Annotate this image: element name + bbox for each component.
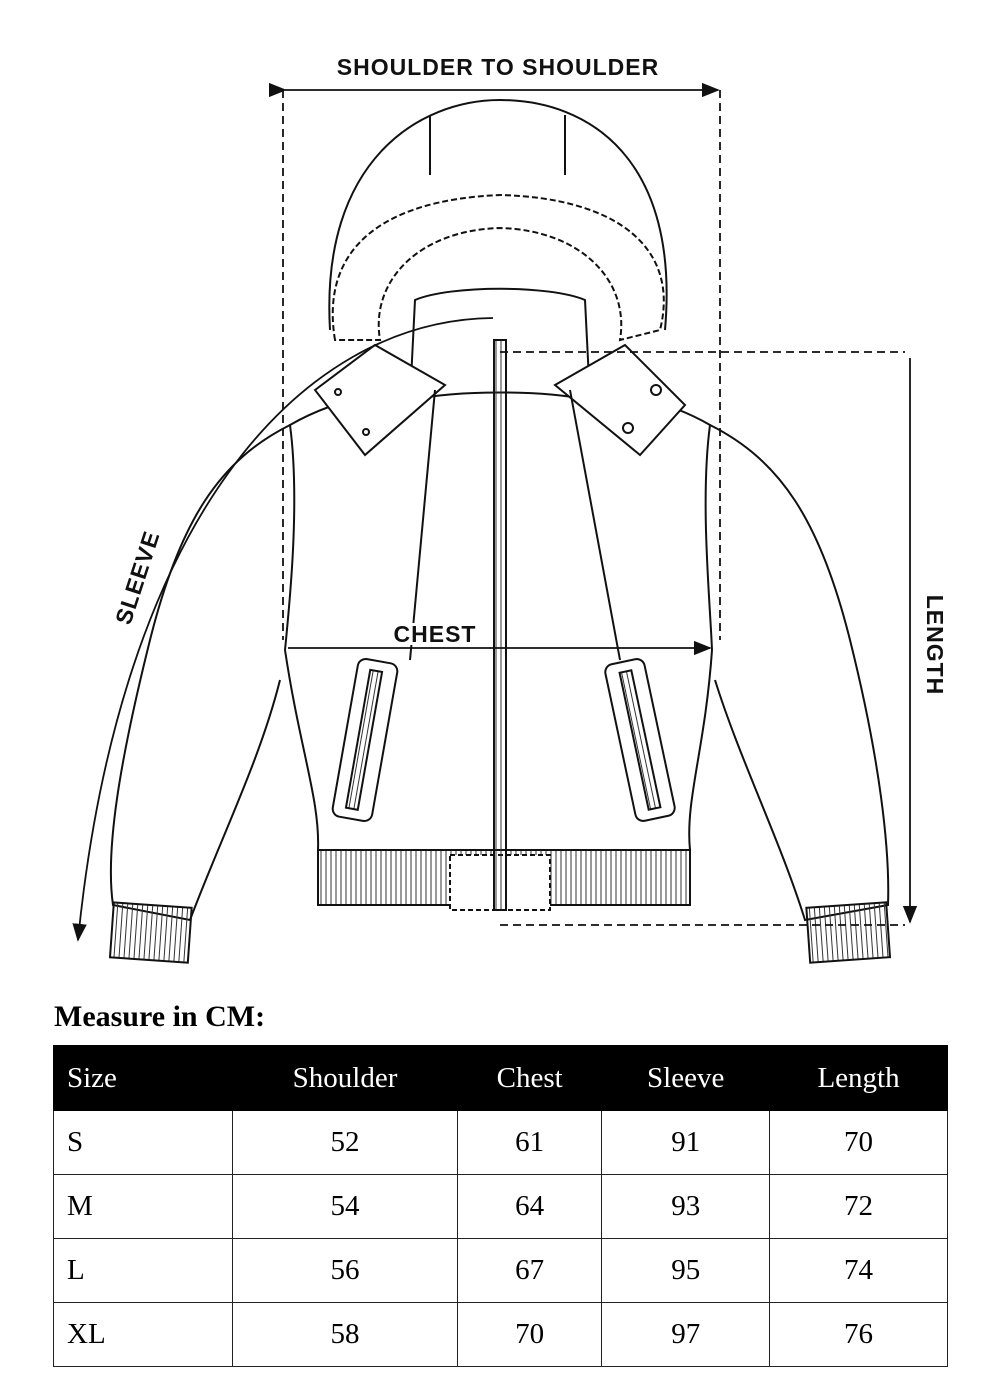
table-cell: 58 [231,1302,459,1367]
table-cell: 61 [457,1110,603,1175]
table-cell: 95 [601,1238,771,1303]
jacket-measurement-diagram: SHOULDER TO SHOULDER CHEST LENGTH SLEEVE [72,54,948,964]
shoulder-label: SHOULDER TO SHOULDER [337,54,659,80]
measurement-guides [72,82,918,942]
table-cell: 70 [769,1110,948,1175]
table-cell: XL [53,1302,233,1367]
header-size: Size [53,1045,233,1111]
size-chart-title: Measure in CM: [54,1000,266,1033]
right-sleeve [709,424,890,922]
left-sleeve [109,424,291,922]
table-cell: 74 [769,1238,948,1303]
left-cuff [108,901,193,964]
table-cell: L [53,1238,233,1303]
table-cell: 70 [457,1302,603,1367]
header-chest: Chest [457,1045,603,1111]
header-sleeve: Sleeve [601,1045,771,1111]
right-cuff [805,901,892,964]
length-label: LENGTH [922,595,948,696]
table-cell: 54 [231,1174,459,1239]
header-length: Length [769,1045,948,1111]
table-cell: 64 [457,1174,603,1239]
table-cell: 93 [601,1174,771,1239]
center-zipper [493,339,507,911]
table-cell: 52 [231,1110,459,1175]
header-shoulder: Shoulder [231,1045,459,1111]
table-cell: 91 [601,1110,771,1175]
table-cell: M [53,1174,233,1239]
table-cell: 72 [769,1174,948,1239]
chest-label: CHEST [394,621,477,647]
table-cell: 67 [457,1238,603,1303]
table-cell: 56 [231,1238,459,1303]
table-cell: S [53,1110,233,1175]
table-cell: 76 [769,1302,948,1367]
jacket-drawing [108,98,892,964]
table-header-row: Size Shoulder Chest Sleeve Length [53,1045,948,1111]
table-cell: 97 [601,1302,771,1367]
fur-trim [331,193,665,342]
